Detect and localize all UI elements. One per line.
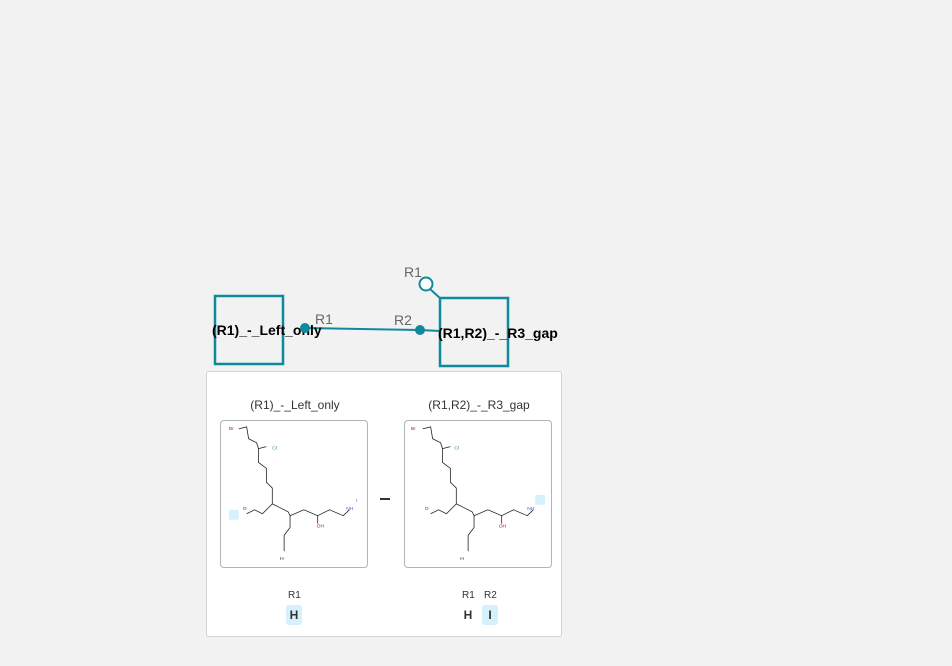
structure-left: Br Cl O OH NH I H xyxy=(220,420,368,568)
right-ap-value-r2: I xyxy=(482,605,498,625)
attachment-highlight-r2 xyxy=(535,494,546,505)
attachment-point-left-r1[interactable] xyxy=(300,323,310,333)
attachment-stub-right-r1 xyxy=(429,288,442,300)
monomer-preview-panel: (R1)_-_Left_only (R1,R2)_-_R3_gap Br Cl … xyxy=(206,371,562,637)
monomer-bond[interactable] xyxy=(304,327,421,331)
right-ap-name-r1: R1 xyxy=(462,590,475,601)
right-ap-value-r1: H xyxy=(463,608,473,622)
atom-h: H xyxy=(280,556,284,562)
atom-nh: NH xyxy=(346,506,354,512)
atom-o: O xyxy=(425,506,429,512)
monomer-left-box[interactable] xyxy=(213,294,285,366)
structure-right-drawing: Br Cl O OH NH H xyxy=(411,426,546,562)
left-ap-value-r1: H xyxy=(286,605,302,625)
right-ap-name-r2: R2 xyxy=(484,590,497,601)
left-ap-name-r1: R1 xyxy=(288,590,301,601)
atom-i: I xyxy=(356,498,357,504)
structure-right: Br Cl O OH NH H xyxy=(404,420,552,568)
attachment-label-left-r1: R1 xyxy=(315,311,333,327)
preview-right-title: (R1,R2)_-_R3_gap xyxy=(428,398,530,412)
structure-left-drawing: Br Cl O OH NH I H xyxy=(228,426,358,562)
attachment-point-right-r2[interactable] xyxy=(415,325,425,335)
preview-left-title: (R1)_-_Left_only xyxy=(250,398,340,412)
atom-oh: OH xyxy=(317,524,325,530)
atom-o: O xyxy=(243,506,247,512)
atom-br: Br xyxy=(229,426,234,432)
monomer-right-label: (R1,R2)_-_R3_gap xyxy=(438,325,558,341)
atom-nh: NH xyxy=(527,506,535,512)
atom-h: H xyxy=(460,556,464,562)
monomer-left-label: (R1)_-_Left_only xyxy=(212,322,322,338)
attachment-label-right-r2: R2 xyxy=(394,312,412,328)
attachment-label-right-r1: R1 xyxy=(404,264,422,280)
atom-br: Br xyxy=(411,426,416,432)
monomer-right-box[interactable] xyxy=(438,296,510,368)
attachment-point-right-r1[interactable] xyxy=(418,276,434,292)
atom-cl: Cl xyxy=(454,446,459,452)
atom-cl: Cl xyxy=(272,446,277,452)
atom-oh: OH xyxy=(499,524,507,530)
bond-dash xyxy=(380,498,390,500)
attachment-highlight-r1 xyxy=(228,509,239,520)
